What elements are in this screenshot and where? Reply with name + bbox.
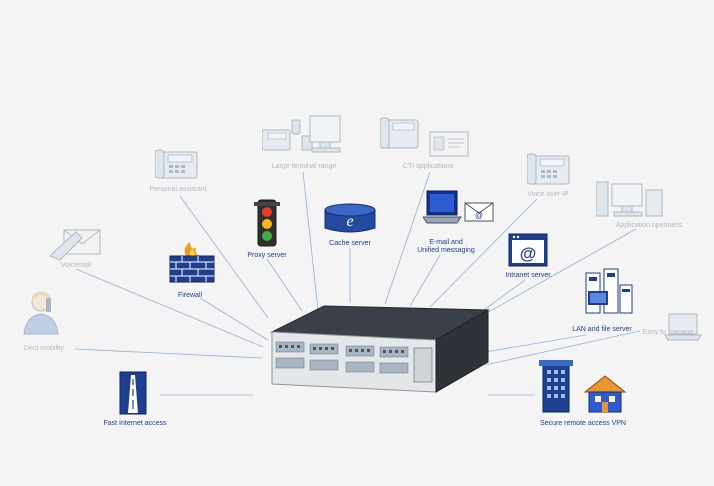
easy-to-manage-label: Easy to manage	[642, 329, 694, 336]
link-application-openness	[459, 228, 637, 329]
at-window-icon: @	[508, 233, 548, 267]
cache-server-label: Cache server	[329, 240, 371, 247]
link-easy-manage	[484, 330, 641, 366]
voice-over-ip-label: Voice over IP	[527, 191, 569, 198]
cti-phone-card-icon	[380, 117, 469, 157]
link-email	[409, 254, 441, 307]
laptop-envelope-icon: @	[423, 190, 494, 224]
communication-server-icon	[270, 305, 490, 393]
link-voicemail	[75, 268, 264, 348]
dect-mobility-label: Dect mobility	[23, 345, 65, 352]
laptop-icon	[664, 313, 702, 341]
link-cti	[384, 171, 431, 305]
firewall-label: Firewall	[177, 292, 203, 299]
svg-text:e: e	[346, 213, 353, 230]
svg-text:@: @	[475, 211, 483, 220]
link-lan	[484, 334, 587, 353]
link-firewall	[199, 297, 269, 341]
personal-assistant-label: Personal assistant	[149, 186, 207, 193]
voicemail-label: Voicemail	[61, 262, 91, 269]
fast-internet-label: Fast Internet access	[103, 420, 167, 427]
firewall-icon	[169, 242, 215, 283]
proxy-server-label: Proxy server	[247, 252, 287, 259]
traffic-light-icon	[254, 199, 280, 247]
svg-text:@: @	[520, 244, 537, 263]
email-label-line1: E-mail and	[429, 239, 463, 246]
computers-icon	[596, 181, 663, 217]
link-voip	[429, 198, 538, 308]
cache-disk-icon: e	[324, 203, 376, 233]
link-dect	[74, 348, 263, 359]
intranet-server-label: Intranet server	[505, 272, 551, 279]
link-personal-assistant	[179, 195, 269, 319]
large-terminal-label: Large terminal range	[271, 163, 337, 170]
terminal-range-icon	[262, 115, 341, 153]
ip-phone-icon	[527, 153, 570, 185]
lan-file-server-label: LAN and file server	[572, 326, 632, 333]
email-label-line2: Unified messaging	[417, 247, 475, 254]
application-openness-label: Application openness	[615, 222, 683, 229]
cti-label: CTI applications	[402, 163, 454, 170]
highway-icon	[119, 371, 147, 415]
voicemail-handset-icon	[49, 229, 101, 261]
server-towers-icon	[585, 268, 633, 314]
link-large-terminal	[302, 171, 319, 311]
link-proxy	[266, 258, 303, 312]
vpn-label: Secure remote access VPN	[540, 420, 626, 427]
ip-phone-icon	[155, 149, 198, 179]
person-phone-icon	[23, 291, 59, 335]
building-house-icon	[539, 360, 627, 413]
